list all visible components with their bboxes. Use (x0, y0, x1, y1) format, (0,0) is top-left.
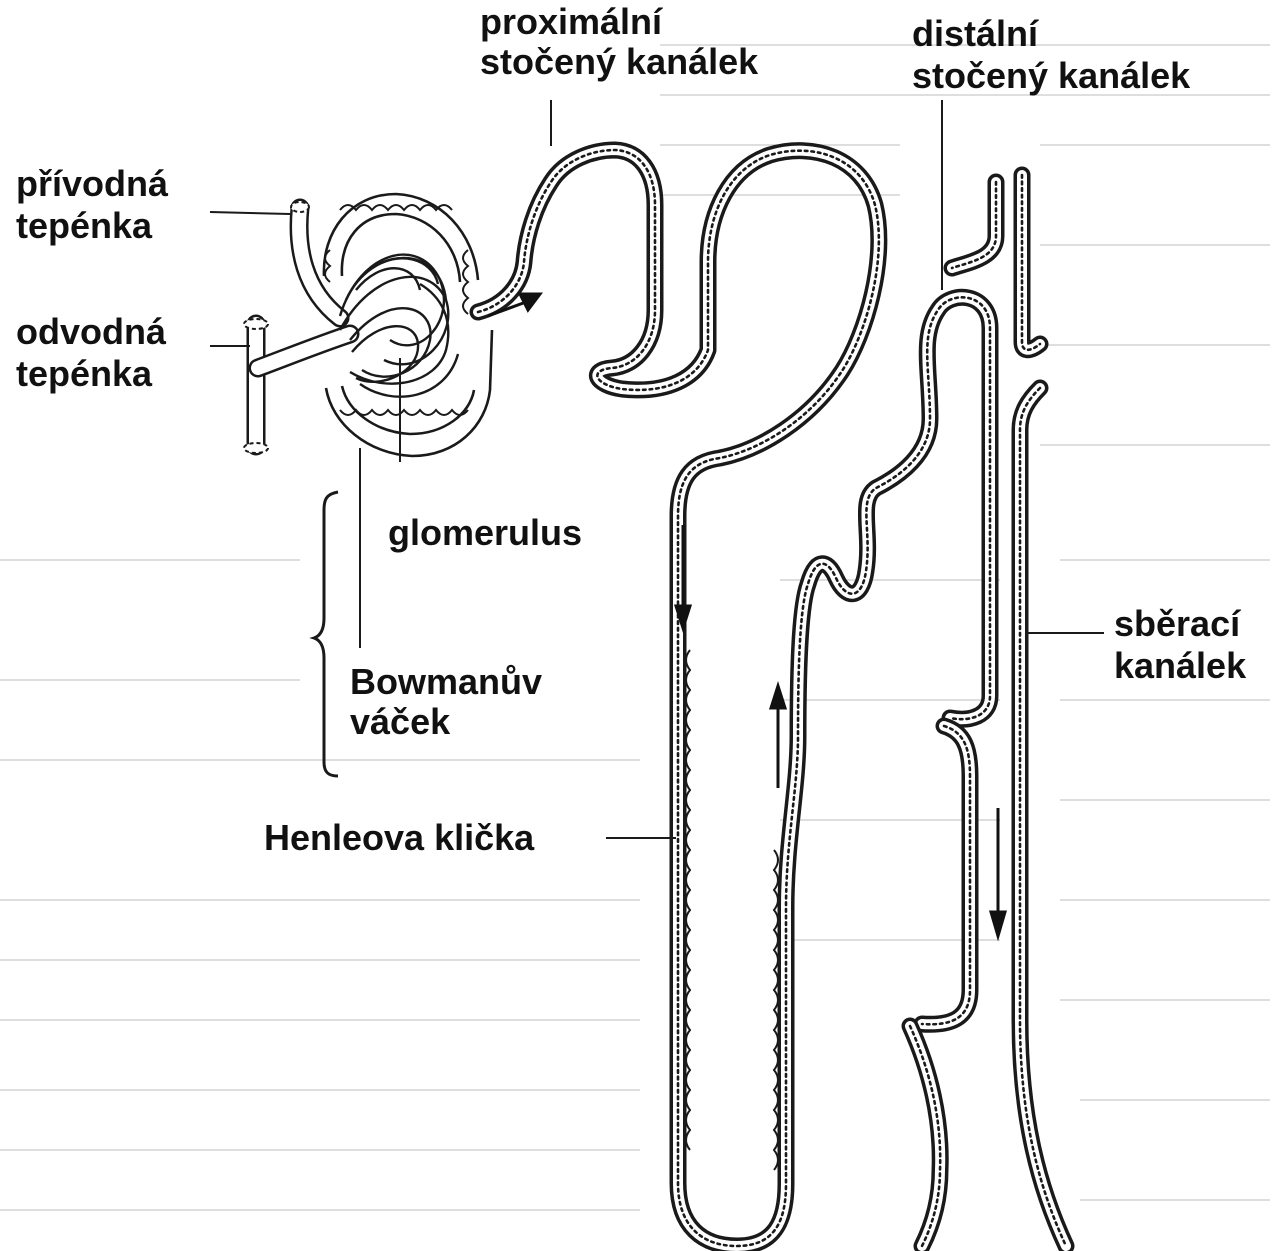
label-glomerulus: glomerulus (388, 512, 582, 553)
arrow-ascending-limb (771, 686, 785, 788)
label-collecting-line2: kanálek (1114, 645, 1247, 686)
efferent-arteriole (244, 319, 350, 453)
collecting-duct (1020, 175, 1066, 1246)
bowman-bracket (314, 492, 338, 776)
label-efferent-line2: tepénka (16, 353, 153, 394)
label-proximal-line1: proximální (480, 1, 663, 42)
background-text-lines (0, 45, 1270, 1210)
labels: přívodná tepénka odvodná tepénka glomeru… (16, 1, 1247, 858)
label-afferent-line2: tepénka (16, 205, 153, 246)
afferent-arteriole (291, 202, 340, 318)
label-bowman-line2: váček (350, 701, 451, 742)
henle-loop-lining (686, 650, 778, 1170)
label-bowman-line1: Bowmanův (350, 661, 542, 702)
label-distal-line1: distální (912, 13, 1039, 54)
label-proximal-line2: stočený kanálek (480, 41, 759, 82)
label-distal-line2: stočený kanálek (912, 55, 1191, 96)
label-afferent-line1: přívodná (16, 163, 169, 204)
label-collecting-line1: sběrací (1114, 603, 1241, 644)
label-efferent-line1: odvodná (16, 311, 167, 352)
arrow-connecting-tubule (991, 808, 1005, 936)
leader-afferent (210, 212, 290, 214)
nephron-tubule (478, 150, 990, 1246)
label-henle: Henleova klička (264, 817, 535, 858)
